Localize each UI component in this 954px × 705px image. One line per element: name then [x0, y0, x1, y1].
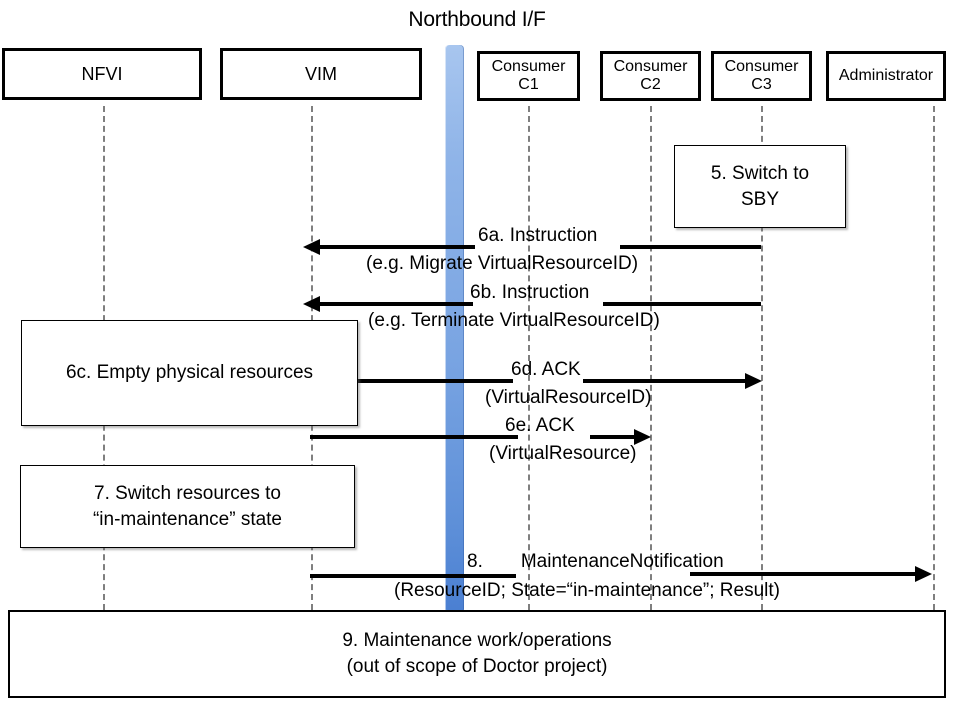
note-9-line2: (out of scope of Doctor project) — [346, 656, 608, 677]
actor-label-consumer-c1-line2: C1 — [518, 76, 539, 93]
actor-label-consumer-c3-line1: Consumer — [724, 57, 799, 75]
lifeline-consumer-c1 — [528, 106, 530, 610]
actor-box-consumer-c2[interactable]: Consumer C2 — [600, 51, 701, 101]
note-7-line1: 7. Switch resources to — [94, 482, 281, 504]
actor-label-vim: VIM — [304, 63, 337, 84]
message-6d-text-top: 6d. ACK — [511, 359, 581, 380]
actor-label-consumer-c1-line1: Consumer — [491, 57, 566, 75]
actor-label-nfvi: NFVI — [81, 63, 123, 84]
message-label-6e-bottom: (VirtualResource) — [489, 443, 636, 465]
actor-label-consumer-c2-line2: C2 — [640, 76, 661, 93]
message-6d-text-bottom: (VirtualResourceID) — [485, 387, 652, 408]
message-line-6e-seg2 — [590, 435, 636, 439]
actor-box-nfvi[interactable]: NFVI — [2, 48, 202, 100]
actor-label-administrator: Administrator — [838, 66, 934, 84]
message-label-6e-top: 6e. ACK — [505, 415, 575, 437]
message-8-text-top: 8. MaintenanceNotification — [467, 551, 724, 572]
actor-label-consumer-c3-line2: C3 — [751, 76, 772, 93]
message-label-6b-bottom: (e.g. Terminate VirtualResourceID) — [368, 310, 660, 332]
message-line-6a-seg2 — [620, 245, 761, 249]
note-box-empty-physical-resources: 6c. Empty physical resources — [21, 320, 358, 426]
message-line-6b-seg2 — [603, 302, 761, 306]
message-6b-text-bottom: (e.g. Terminate VirtualResourceID) — [368, 310, 660, 331]
message-line-6e-seg1 — [310, 435, 518, 439]
northbound-interface-bar — [445, 45, 464, 613]
note-box-switch-resources-in-maintenance: 7. Switch resources to “in-maintenance” … — [20, 465, 355, 548]
message-label-6d-top: 6d. ACK — [511, 359, 581, 381]
lifeline-consumer-c3 — [761, 106, 763, 610]
message-label-8-top: 8. MaintenanceNotification — [467, 551, 724, 573]
note-6c-line1: 6c. Empty physical resources — [65, 362, 314, 384]
actor-box-administrator[interactable]: Administrator — [826, 51, 946, 101]
actor-box-vim[interactable]: VIM — [220, 48, 422, 100]
message-line-6d-seg2 — [583, 379, 746, 383]
message-6e-text-bottom: (VirtualResource) — [489, 443, 637, 464]
message-arrowhead-6a — [303, 239, 320, 255]
message-line-6b-seg1 — [318, 302, 473, 306]
page-title: Northbound I/F — [408, 8, 546, 31]
message-6e-text-top: 6e. ACK — [505, 415, 575, 436]
message-label-8-bottom: (ResourceID; State=“in-maintenance”; Res… — [394, 580, 780, 602]
message-label-6a-bottom: (e.g. Migrate VirtualResourceID) — [366, 253, 638, 275]
message-8-text-bottom: (ResourceID; State=“in-maintenance”; Res… — [394, 580, 780, 601]
message-6b-text-top: 6b. Instruction — [470, 282, 590, 303]
message-arrowhead-8 — [915, 566, 932, 582]
message-line-8-seg2 — [690, 572, 917, 576]
lifeline-administrator — [933, 106, 935, 610]
message-6a-text-top: 6a. Instruction — [478, 225, 598, 246]
note-box-maintenance-work: 9. Maintenance work/operations (out of s… — [8, 610, 946, 698]
message-line-8-seg1 — [310, 574, 516, 578]
lifeline-consumer-c2 — [650, 106, 652, 610]
message-label-6a-top: 6a. Instruction — [478, 225, 597, 247]
actor-label-consumer-c2-line1: Consumer — [613, 57, 688, 75]
message-label-6d-bottom: (VirtualResourceID) — [485, 387, 651, 409]
message-arrowhead-6e — [634, 429, 651, 445]
message-line-6a-seg1 — [318, 245, 475, 249]
message-line-6d-seg1 — [358, 379, 513, 383]
note-box-switch-to-sby: 5. Switch to SBY — [674, 145, 846, 228]
note-7-line2: “in-maintenance” state — [92, 508, 283, 530]
message-label-6b-top: 6b. Instruction — [470, 282, 589, 304]
message-arrowhead-6d — [745, 373, 762, 389]
note-5-line1: 5. Switch to — [710, 162, 810, 184]
message-6a-text-bottom: (e.g. Migrate VirtualResourceID) — [366, 253, 639, 274]
actor-box-consumer-c1[interactable]: Consumer C1 — [477, 51, 580, 101]
note-9-line1: 9. Maintenance work/operations — [342, 630, 612, 652]
note-5-line2: SBY — [740, 188, 780, 210]
message-arrowhead-6b — [303, 296, 320, 312]
actor-box-consumer-c3[interactable]: Consumer C3 — [711, 51, 812, 101]
